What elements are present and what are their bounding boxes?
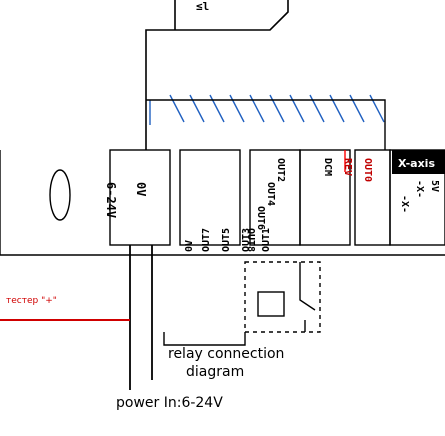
top-wire xyxy=(145,0,289,150)
terminal-label-0v-left: 0V xyxy=(134,182,148,197)
x-axis-badge xyxy=(392,150,445,174)
terminal-label-out6: OUT6 xyxy=(255,206,266,231)
terminal-label-out0: OUT0 xyxy=(362,158,373,183)
terminal-label-x2: -X- xyxy=(399,195,410,214)
terminal-label-x1: -X- xyxy=(414,180,425,199)
terminal-label-out1: OUT1 xyxy=(261,227,272,252)
relay-module xyxy=(163,261,321,346)
terminal-label-out8: OUT8 xyxy=(245,228,256,253)
terminal-label-0v-mid: 0V xyxy=(184,239,195,252)
terminal-label-24v: 6-24V xyxy=(104,182,118,219)
power-label: power In:6-24V xyxy=(116,395,223,411)
tester-label: тестер "+" xyxy=(6,296,57,306)
terminal-label-out7: OUT7 xyxy=(201,227,212,252)
terminal-label-out5: OUT5 xyxy=(221,227,232,252)
terminal-label-out4: OUT4 xyxy=(265,182,276,207)
caption-line-1: relay connection xyxy=(168,346,285,362)
power-wires xyxy=(129,245,153,390)
diagram-caption: relay connection diagram xyxy=(168,345,284,381)
module-outline xyxy=(0,150,445,256)
top-label: ≤l xyxy=(196,0,210,13)
terminal-label-dcm: DCM xyxy=(322,158,333,177)
terminal-label-out2: OUT2 xyxy=(275,158,286,183)
x-axis-label: X-axis xyxy=(398,157,435,170)
relay-frame xyxy=(109,99,445,246)
terminal-label-5v: 5V xyxy=(429,180,440,193)
terminal-label-rev: REV xyxy=(342,158,353,177)
caption-line-2: diagram xyxy=(186,364,245,380)
